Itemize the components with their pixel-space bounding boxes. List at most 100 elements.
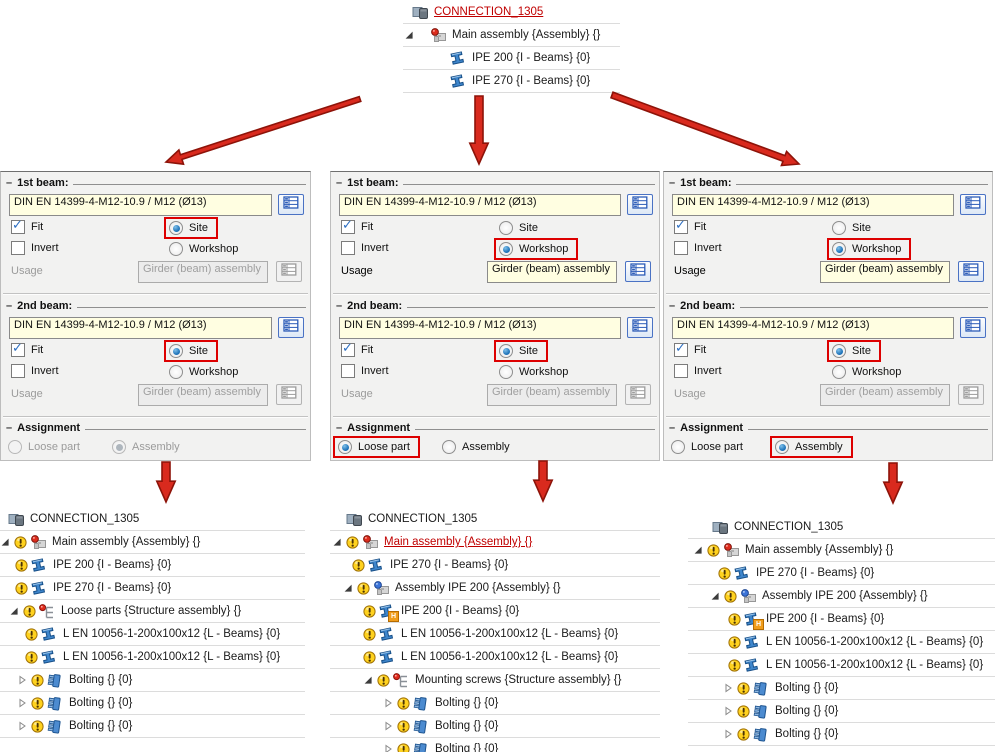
tree-row[interactable]: L EN 10056-1-200x100x12 {L - Beams} {0} bbox=[688, 631, 995, 654]
group-collapse-toggle[interactable]: – bbox=[669, 177, 676, 189]
tree-row[interactable]: Bolting {} {0} bbox=[688, 700, 995, 723]
tree-row[interactable]: L EN 10056-1-200x100x12 {L - Beams} {0} bbox=[0, 623, 305, 646]
tree-row[interactable]: Main assembly {Assembly} {} bbox=[330, 531, 660, 554]
checkbox-box[interactable] bbox=[341, 364, 355, 378]
tree-row[interactable]: IPE 270 {I - Beams} {0} bbox=[330, 554, 660, 577]
catalogue-button[interactable] bbox=[278, 194, 304, 215]
radio-circle[interactable] bbox=[169, 242, 183, 256]
tree-row[interactable]: Bolting {} {0} bbox=[330, 692, 660, 715]
checkbox-box[interactable] bbox=[341, 241, 355, 255]
radio-circle[interactable] bbox=[499, 344, 513, 358]
expand-closed-icon[interactable] bbox=[723, 729, 733, 739]
tree-row[interactable]: Bolting {} {0} bbox=[0, 715, 305, 738]
checkbox-box[interactable] bbox=[674, 364, 688, 378]
workshop-radio[interactable]: Workshop bbox=[827, 361, 911, 383]
usage-field[interactable]: Girder (beam) assembly bbox=[820, 261, 950, 283]
site-radio[interactable]: Site bbox=[494, 217, 548, 239]
radio-circle[interactable] bbox=[499, 365, 513, 379]
group-collapse-toggle[interactable]: – bbox=[6, 177, 13, 189]
tree-row[interactable]: L EN 10056-1-200x100x12 {L - Beams} {0} bbox=[0, 646, 305, 669]
invert-checkbox[interactable]: Invert bbox=[674, 241, 722, 255]
radio-circle[interactable] bbox=[8, 440, 22, 454]
assembly-radio[interactable]: Assembly bbox=[770, 436, 853, 458]
loose-part-radio[interactable]: Loose part bbox=[3, 436, 90, 458]
radio-circle[interactable] bbox=[112, 440, 126, 454]
expand-open-icon[interactable] bbox=[9, 606, 19, 616]
checkbox-box[interactable] bbox=[11, 241, 25, 255]
catalogue-button[interactable] bbox=[278, 317, 304, 338]
site-radio[interactable]: Site bbox=[164, 217, 218, 239]
tree-row[interactable]: L EN 10056-1-200x100x12 {L - Beams} {0} bbox=[330, 623, 660, 646]
usage-catalogue-button[interactable] bbox=[625, 261, 651, 282]
tree-row[interactable]: Bolting {} {0} bbox=[688, 723, 995, 746]
tree-row[interactable]: Main assembly {Assembly} {} bbox=[688, 539, 995, 562]
expand-open-icon[interactable] bbox=[693, 545, 703, 555]
radio-circle[interactable] bbox=[169, 344, 183, 358]
radio-circle[interactable] bbox=[338, 440, 352, 454]
tree-row[interactable]: L EN 10056-1-200x100x12 {L - Beams} {0} bbox=[688, 654, 995, 677]
workshop-radio[interactable]: Workshop bbox=[494, 361, 578, 383]
fit-checkbox[interactable]: Fit bbox=[674, 217, 706, 234]
workshop-radio[interactable]: Workshop bbox=[164, 361, 248, 383]
usage-field[interactable]: Girder (beam) assembly bbox=[487, 261, 617, 283]
expand-closed-icon[interactable] bbox=[383, 698, 393, 708]
catalogue-button[interactable] bbox=[960, 194, 986, 215]
tree-row[interactable]: Main assembly {Assembly} {} bbox=[403, 24, 620, 47]
tree-row[interactable]: CONNECTION_1305 bbox=[688, 516, 995, 539]
radio-circle[interactable] bbox=[169, 365, 183, 379]
tree-row[interactable]: CONNECTION_1305 bbox=[0, 508, 305, 531]
tree-row[interactable]: CONNECTION_1305 bbox=[403, 1, 620, 24]
bolt-standard-field[interactable]: DIN EN 14399-4-M12-10.9 / M12 (Ø13) bbox=[9, 194, 272, 216]
expand-open-icon[interactable] bbox=[404, 30, 414, 40]
invert-checkbox[interactable]: Invert bbox=[341, 364, 389, 378]
checkbox-box[interactable] bbox=[341, 340, 355, 357]
radio-circle[interactable] bbox=[499, 221, 513, 235]
radio-circle[interactable] bbox=[832, 221, 846, 235]
tree-row[interactable]: L EN 10056-1-200x100x12 {L - Beams} {0} bbox=[330, 646, 660, 669]
site-radio[interactable]: Site bbox=[494, 340, 548, 362]
tree-row[interactable]: IPE 270 {I - Beams} {0} bbox=[688, 562, 995, 585]
fit-checkbox[interactable]: Fit bbox=[11, 217, 43, 234]
group-collapse-toggle[interactable]: – bbox=[669, 422, 676, 434]
tree-row[interactable]: CONNECTION_1305 bbox=[330, 508, 660, 531]
expand-open-icon[interactable] bbox=[343, 583, 353, 593]
expand-closed-icon[interactable] bbox=[383, 744, 393, 752]
bolt-standard-field[interactable]: DIN EN 14399-4-M12-10.9 / M12 (Ø13) bbox=[672, 194, 954, 216]
usage-catalogue-button[interactable] bbox=[958, 261, 984, 282]
radio-circle[interactable] bbox=[671, 440, 685, 454]
expand-closed-icon[interactable] bbox=[383, 721, 393, 731]
assembly-radio[interactable]: Assembly bbox=[437, 436, 520, 458]
fit-checkbox[interactable]: Fit bbox=[11, 340, 43, 357]
radio-circle[interactable] bbox=[169, 221, 183, 235]
group-collapse-toggle[interactable]: – bbox=[336, 300, 343, 312]
checkbox-box[interactable] bbox=[11, 217, 25, 234]
radio-circle[interactable] bbox=[442, 440, 456, 454]
tree-row[interactable]: IPE 200 {I - Beams} {0} bbox=[403, 47, 620, 70]
bolt-standard-field[interactable]: DIN EN 14399-4-M12-10.9 / M12 (Ø13) bbox=[9, 317, 272, 339]
tree-row[interactable]: Assembly IPE 200 {Assembly} {} bbox=[330, 577, 660, 600]
expand-open-icon[interactable] bbox=[0, 537, 10, 547]
checkbox-box[interactable] bbox=[674, 340, 688, 357]
expand-closed-icon[interactable] bbox=[723, 706, 733, 716]
checkbox-box[interactable] bbox=[674, 241, 688, 255]
checkbox-box[interactable] bbox=[674, 217, 688, 234]
expand-open-icon[interactable] bbox=[332, 537, 342, 547]
tree-row[interactable]: Assembly IPE 200 {Assembly} {} bbox=[688, 585, 995, 608]
invert-checkbox[interactable]: Invert bbox=[11, 364, 59, 378]
radio-circle[interactable] bbox=[832, 344, 846, 358]
invert-checkbox[interactable]: Invert bbox=[11, 241, 59, 255]
tree-row[interactable]: Bolting {} {0} bbox=[688, 677, 995, 700]
bolt-standard-field[interactable]: DIN EN 14399-4-M12-10.9 / M12 (Ø13) bbox=[672, 317, 954, 339]
site-radio[interactable]: Site bbox=[827, 340, 881, 362]
tree-row[interactable]: IPE 200 {I - Beams} {0} bbox=[0, 554, 305, 577]
bolt-standard-field[interactable]: DIN EN 14399-4-M12-10.9 / M12 (Ø13) bbox=[339, 317, 621, 339]
radio-circle[interactable] bbox=[499, 242, 513, 256]
tree-row[interactable]: IPE 270 {I - Beams} {0} bbox=[403, 70, 620, 93]
expand-closed-icon[interactable] bbox=[17, 721, 27, 731]
group-collapse-toggle[interactable]: – bbox=[6, 300, 13, 312]
checkbox-box[interactable] bbox=[11, 364, 25, 378]
invert-checkbox[interactable]: Invert bbox=[674, 364, 722, 378]
site-radio[interactable]: Site bbox=[164, 340, 218, 362]
